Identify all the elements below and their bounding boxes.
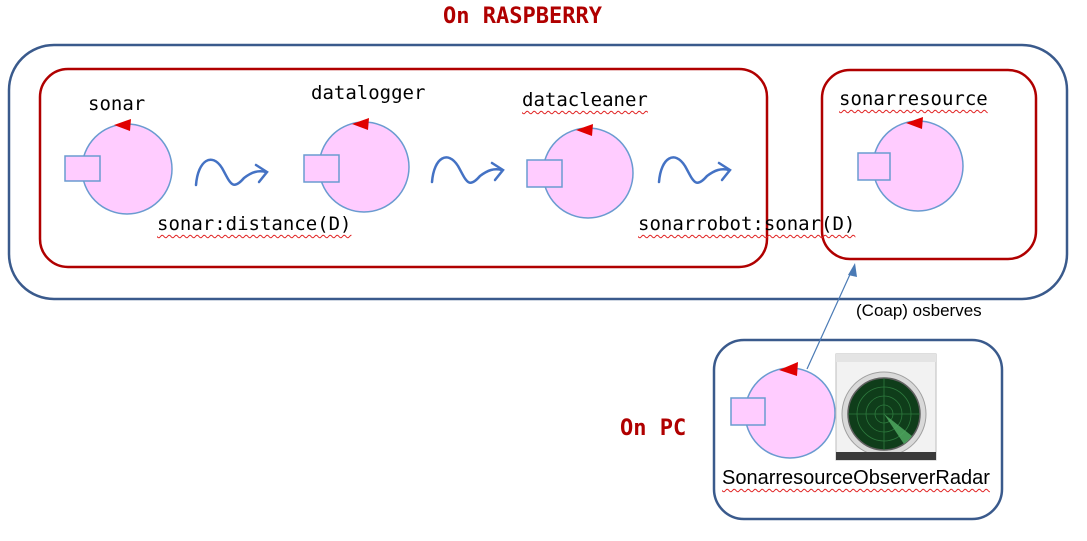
datalogger-label: datalogger [311,82,426,104]
pc-context [712,338,1004,521]
actor-marker-icon [352,118,369,130]
sonar-label: sonar [88,93,146,115]
datacleaner-label: datacleaner [522,89,648,111]
distance-message: sonar:distance(D) [157,213,352,235]
observer-label: SonarresourceObserverRadar [722,467,990,489]
raspberry-title: On RASPBERRY [443,4,602,29]
datacleaner-actor [526,124,634,219]
datalogger-actor [303,118,410,213]
sonarresource-label: sonarresource [839,88,988,110]
pipeline-context [38,67,769,269]
sonar-actor [64,119,173,215]
flow-arrow-1-icon [194,158,269,187]
actor-marker-icon [779,362,798,376]
sonarresource-context [820,68,1038,261]
sonarrobot-message: sonarrobot:sonar(D) [638,213,856,235]
actor-marker-icon [114,119,131,131]
raspberry-context [7,43,1069,301]
sonarresource-actor [857,117,964,212]
actor-marker-icon [906,117,923,129]
radar-image-icon [835,353,937,461]
flow-arrow-2-icon [430,156,505,184]
observe-message: (Coap) osberves [856,301,982,320]
observe-arrow [806,263,857,370]
flow-arrow-3-icon [657,156,732,184]
pc-title: On PC [620,416,687,441]
observer-actor [730,362,836,459]
actor-marker-icon [576,124,593,136]
